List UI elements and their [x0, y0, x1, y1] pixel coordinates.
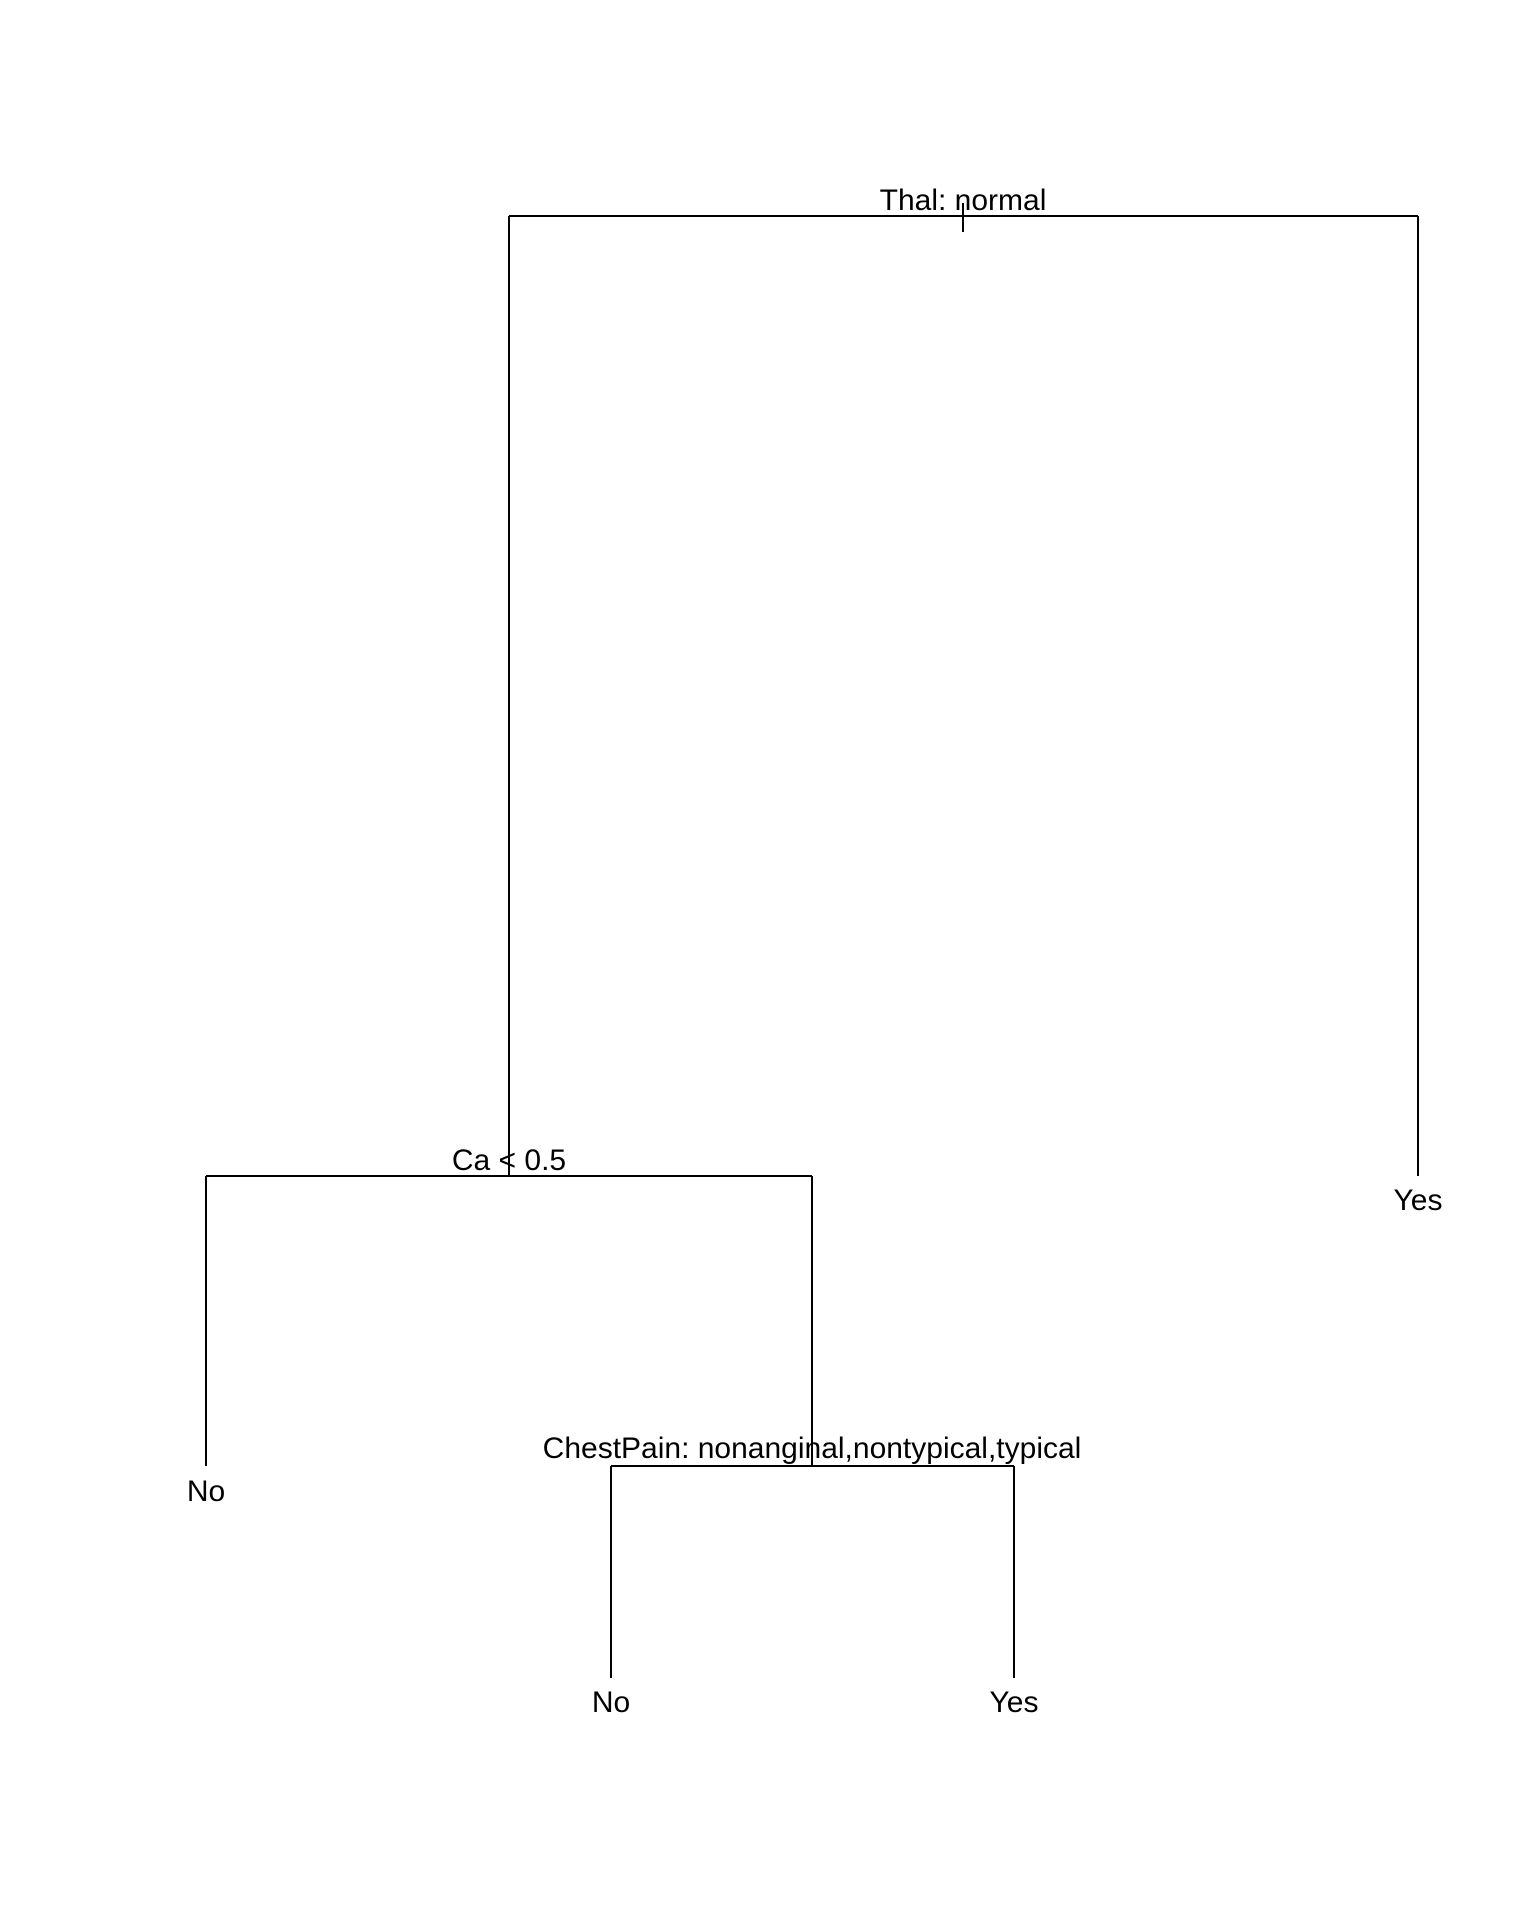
root-split-label: Thal: normal [880, 184, 1047, 217]
leaf-label-yes: Yes [990, 1686, 1039, 1719]
leaf-label-no: No [187, 1475, 225, 1508]
chestpain-split-label: ChestPain: nonanginal,nontypical,typical [543, 1432, 1082, 1465]
ca-split-label: Ca < 0.5 [452, 1144, 566, 1177]
leaf-label-yes: Yes [1394, 1184, 1443, 1217]
leaf-label-no: No [592, 1686, 630, 1719]
